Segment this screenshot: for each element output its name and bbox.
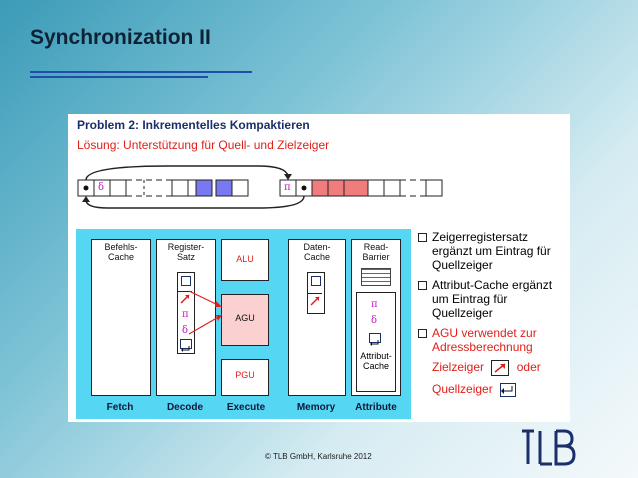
- heap-diagram: [77, 165, 443, 209]
- square-icon: [311, 276, 321, 286]
- stage-label-decode: Decode: [166, 402, 204, 413]
- agu-unit: AGU: [221, 294, 269, 346]
- register-satz-title: Register- Satz: [167, 242, 205, 262]
- delta-symbol: δ: [371, 315, 378, 326]
- decode-stage: Register- Satz π δ: [156, 239, 216, 396]
- zielzeiger-label: Zielzeiger: [432, 360, 485, 375]
- befehls-cache-title: Befehls- Cache: [104, 242, 138, 262]
- red-arrow-icon: [308, 293, 322, 308]
- pipeline-diagram: Befehls- Cache Register- Satz π δ ALU: [76, 229, 411, 419]
- red-arrow-icon: [178, 291, 192, 306]
- attribute-cache-label: Attribut- Cache: [360, 351, 392, 371]
- slide-title: Synchronization II: [30, 26, 211, 49]
- quellzeiger-row: Quellzeiger: [432, 382, 572, 397]
- problem-heading: Problem 2: Inkrementelles Kompaktieren: [77, 118, 310, 132]
- read-barrier-title: Read- Barrier: [362, 242, 390, 262]
- cell: [425, 179, 443, 197]
- return-arrow-icon: [500, 382, 517, 397]
- fetch-stage: Befehls- Cache: [91, 239, 151, 396]
- memory-column: [307, 272, 325, 314]
- back-arrow: [85, 195, 305, 209]
- daten-cache-title: Daten- Cache: [303, 242, 331, 262]
- pgu-unit: PGU: [221, 359, 269, 396]
- cell: [109, 179, 127, 197]
- stage-label-execute: Execute: [226, 402, 266, 413]
- pi-symbol: π: [284, 182, 291, 193]
- source-object: [77, 179, 249, 197]
- stage-label-attribute: Attribute: [355, 402, 397, 413]
- pointer-dot: [83, 185, 89, 191]
- agu-label: AGU: [235, 313, 255, 323]
- register-to-agu-arrows: [188, 290, 223, 335]
- pi-symbol: π: [182, 309, 189, 320]
- tlb-logo: [522, 429, 576, 466]
- cell: [171, 179, 189, 197]
- target-object: [279, 179, 443, 197]
- bullet-text: Attribut-Cache ergänzt um Eintrag für Qu…: [432, 278, 553, 320]
- red-arrow-icon: [491, 360, 510, 376]
- solution-heading: Lösung: Unterstützung für Quell- und Zie…: [77, 138, 330, 152]
- bullet-text: AGU verwendet zur Adressberechnung: [432, 326, 537, 354]
- zielzeiger-row: Zielzeiger oder: [432, 360, 572, 376]
- title-rule-bottom: [30, 76, 208, 78]
- cell: [367, 179, 385, 197]
- stage-label-memory: Memory: [296, 402, 336, 413]
- diagram-panel: Problem 2: Inkrementelles Kompaktieren L…: [68, 114, 570, 422]
- delta-symbol: δ: [182, 325, 189, 336]
- pi-symbol: π: [371, 299, 378, 310]
- pointer-dot: [301, 185, 307, 191]
- title-rule-top: [30, 71, 252, 73]
- alu-unit: ALU: [221, 239, 269, 281]
- bullet-box-icon: [418, 281, 427, 290]
- footer-copyright: © TLB GmbH, Karlsruhe 2012: [265, 452, 372, 461]
- forward-arrow: [85, 165, 289, 181]
- oder-label: oder: [516, 360, 541, 375]
- quellzeiger-label: Quellzeiger: [432, 382, 493, 396]
- memory-stage: Daten- Cache: [288, 239, 346, 396]
- pgu-label: PGU: [235, 370, 255, 380]
- delta-symbol: δ: [98, 182, 105, 193]
- cell: [383, 179, 401, 197]
- cell: [231, 179, 249, 197]
- bullet-text: Zeigerregistersatz ergänzt um Eintrag fü…: [432, 230, 551, 272]
- blue-cell: [195, 179, 213, 197]
- brick-wall-icon: [361, 268, 391, 286]
- attribute-stage: Read- Barrier π δ Attribut- Cache: [351, 239, 401, 396]
- bullet-box-icon: [418, 233, 427, 242]
- red-cell: [311, 179, 369, 197]
- alu-label: ALU: [236, 254, 254, 264]
- attribute-cache-box: π δ Attribut- Cache: [356, 292, 396, 392]
- bullet-box-icon: [418, 329, 427, 338]
- square-icon: [181, 276, 191, 286]
- stage-label-fetch: Fetch: [106, 402, 134, 413]
- return-arrow-icon: [369, 333, 381, 346]
- execute-stage: ALU AGU PGU: [221, 239, 283, 396]
- return-arrow-icon: [180, 339, 192, 352]
- blue-cell: [215, 179, 233, 197]
